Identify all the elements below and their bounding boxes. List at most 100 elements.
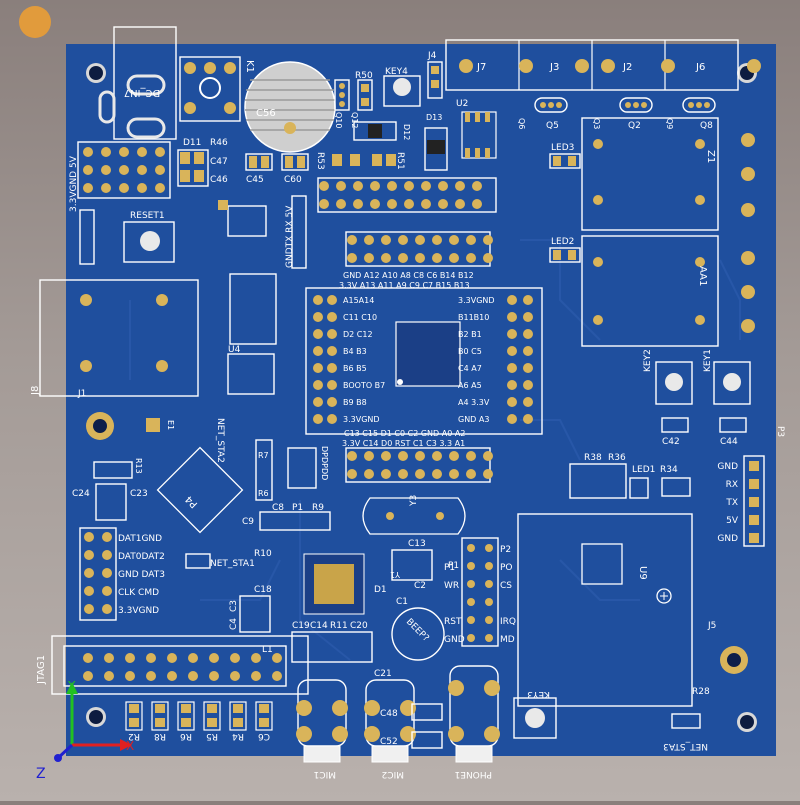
spi-pin bbox=[485, 562, 493, 570]
spi-pin bbox=[485, 616, 493, 624]
jtag-pin bbox=[167, 653, 177, 663]
mcu-left-pin bbox=[313, 380, 323, 390]
header-pin bbox=[137, 165, 147, 175]
mcu-left-label: D2 C12 bbox=[343, 330, 373, 339]
passives-center-left: R7 R6 DPDPDD C8 P1 R9 C9 bbox=[242, 439, 331, 531]
label-d13: D13 bbox=[426, 113, 442, 122]
button-key4: KEY4 bbox=[383, 67, 421, 107]
mcu-left-pin bbox=[327, 380, 337, 390]
label-r6: R6 bbox=[258, 489, 269, 498]
resistor-pad bbox=[129, 718, 139, 727]
header-pin bbox=[432, 235, 442, 245]
uart-pin-label: GND bbox=[717, 534, 738, 544]
label-reset1: RESET1 bbox=[130, 211, 165, 221]
label-q10: Q10 bbox=[334, 112, 343, 128]
header-pin bbox=[421, 199, 431, 209]
mcu-left-label: B6 B5 bbox=[343, 364, 367, 373]
header-pin bbox=[449, 253, 459, 263]
jtag-pin bbox=[251, 671, 261, 681]
label-c13: C13 bbox=[408, 539, 426, 549]
mcu-right-label: B11B10 bbox=[458, 313, 489, 322]
header-pin bbox=[415, 451, 425, 461]
spi-right-label: RST bbox=[444, 617, 462, 627]
sd-pin-label: DAT1GND bbox=[118, 534, 162, 544]
jtag-pin bbox=[209, 671, 219, 681]
label-j8: J8 bbox=[30, 386, 41, 396]
label-j6: J6 bbox=[695, 62, 705, 73]
header-pin bbox=[364, 235, 374, 245]
spi-pin-label: PO bbox=[500, 563, 513, 573]
label-l1: L1 bbox=[262, 645, 273, 655]
bottom-resistor-label: R5 bbox=[206, 731, 218, 741]
uart-pin bbox=[749, 515, 759, 525]
resistor-pad bbox=[129, 704, 139, 713]
pcb-board bbox=[66, 44, 776, 756]
bottom-resistor bbox=[229, 701, 247, 731]
label-z1: Z1 bbox=[705, 150, 716, 163]
spi-pin bbox=[485, 544, 493, 552]
label-d1: D1 bbox=[374, 585, 387, 595]
label-c44: C44 bbox=[720, 437, 738, 447]
label-d12: D12 bbox=[402, 124, 411, 140]
header-pin bbox=[455, 181, 465, 191]
sd-pin-label: GND DAT3 bbox=[118, 570, 165, 580]
mcu-right-pin bbox=[507, 295, 517, 305]
header-row-top bbox=[317, 177, 497, 267]
label-net-sta1: NET_STA1 bbox=[210, 559, 255, 569]
sd-pin bbox=[84, 532, 94, 542]
header-pin bbox=[398, 235, 408, 245]
header-pin bbox=[381, 469, 391, 479]
label-c45: C45 bbox=[246, 175, 264, 185]
mcu-right-pin bbox=[507, 363, 517, 373]
header-pin bbox=[381, 253, 391, 263]
label-jtag1: JTAG1 bbox=[36, 655, 47, 685]
label-c14: C14 bbox=[310, 621, 328, 631]
label-r9: R9 bbox=[312, 503, 324, 513]
bottom-resistor-label: R6 bbox=[180, 731, 192, 741]
mcu-left-label: C11 C10 bbox=[343, 313, 377, 322]
resistor-pad bbox=[207, 704, 217, 713]
sd-pin bbox=[84, 586, 94, 596]
uart-header-p3: P3 bbox=[743, 426, 785, 547]
header-row-bottom bbox=[345, 447, 491, 483]
jtag-pin bbox=[209, 653, 219, 663]
label-d11: D11 bbox=[183, 138, 201, 148]
label-q9: Q9 bbox=[665, 118, 674, 129]
mcu-right-label: C4 A7 bbox=[458, 364, 482, 373]
header-bottom-label-1: C13 C15 D1 C0 C2 GND A0 A2 bbox=[344, 429, 465, 438]
label-y3: Y3 bbox=[409, 495, 419, 507]
switch-k1: K1 bbox=[179, 56, 255, 122]
bottom-resistor-label: C6 bbox=[258, 731, 270, 741]
axis-z-label: Z bbox=[36, 766, 46, 782]
jtag-pin bbox=[146, 671, 156, 681]
header-pin bbox=[449, 235, 459, 245]
label-r28: R28 bbox=[692, 687, 710, 697]
label-c46: C46 bbox=[210, 175, 228, 185]
antenna-j1: J1 E1 bbox=[77, 389, 175, 440]
header-pin bbox=[137, 147, 147, 157]
sd-pin bbox=[102, 586, 112, 596]
header-pin bbox=[364, 451, 374, 461]
mcu-left-pin bbox=[327, 363, 337, 373]
jtag-pin bbox=[188, 653, 198, 663]
header-pin bbox=[336, 181, 346, 191]
label-c4: C4 bbox=[229, 618, 239, 630]
label-c52: C52 bbox=[380, 737, 398, 747]
label-key3: KEY3 bbox=[527, 689, 550, 699]
jtag-pin bbox=[188, 671, 198, 681]
label-c42: C42 bbox=[662, 437, 680, 447]
label-c56: C56 bbox=[256, 108, 276, 119]
crystal-y3: Y3 bbox=[362, 495, 466, 535]
chip-u4: U4 bbox=[218, 200, 277, 395]
label-c21: C21 bbox=[374, 669, 392, 679]
mcu-right-label: B0 C5 bbox=[458, 347, 482, 356]
label-phone1: PHONE1 bbox=[455, 769, 492, 779]
bottom-resistor bbox=[177, 701, 195, 731]
header-pin bbox=[415, 469, 425, 479]
label-q3: Q3 bbox=[592, 118, 601, 129]
uart-pin-label: TX bbox=[725, 498, 738, 508]
